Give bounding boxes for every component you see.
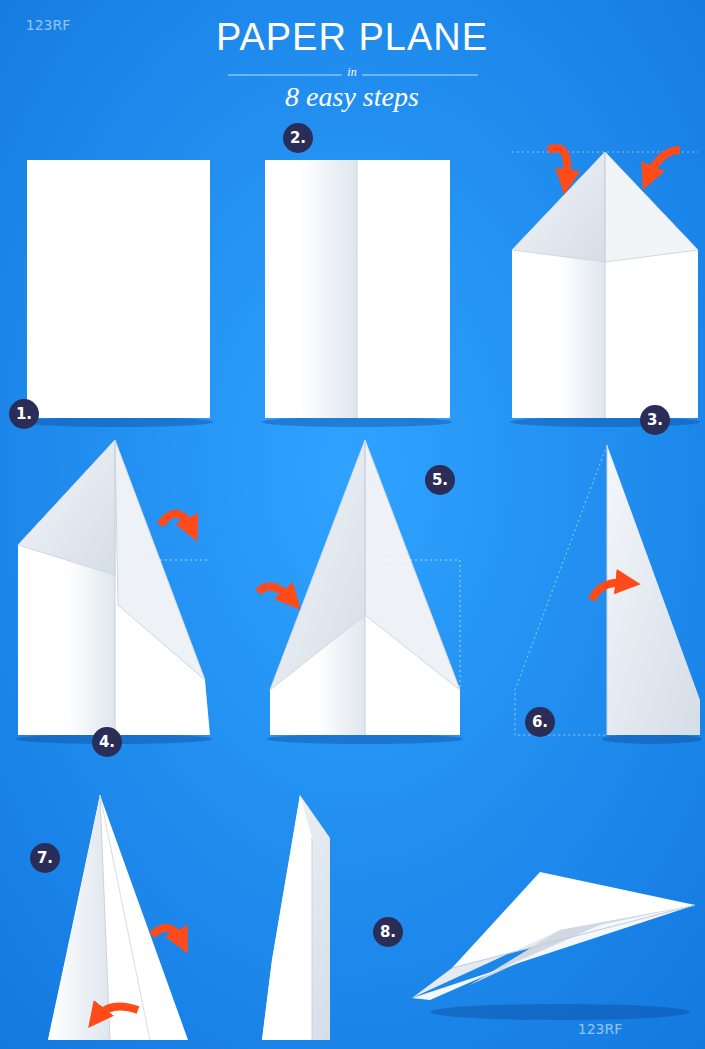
subtitle-word: in: [347, 66, 356, 79]
fold-arrow: [258, 587, 292, 600]
step-badge: 5.: [425, 465, 455, 495]
callout-number: 1.: [16, 407, 32, 422]
title-rule: [228, 75, 342, 76]
step-badge: 3.: [640, 405, 670, 435]
title: PAPER PLANE: [216, 16, 488, 59]
paper-plane: [412, 872, 695, 1000]
watermark: 123RF: [578, 1022, 623, 1037]
callout-number: 7.: [37, 851, 53, 866]
fold-arrow: [96, 1006, 138, 1018]
wings-folding: [48, 795, 188, 1040]
title-rule: [362, 75, 478, 76]
step-badge: 8.: [373, 917, 403, 947]
corners-folded: [512, 152, 698, 418]
creased-sheet: [265, 160, 450, 418]
callout-number: 2.: [290, 131, 306, 146]
paper-sheet: [27, 160, 210, 418]
callout-number: 4.: [99, 735, 115, 750]
callout-number: 3.: [647, 413, 663, 428]
edges-folded: [270, 440, 460, 735]
edges-folded: [18, 440, 210, 735]
fold-arrow: [648, 150, 680, 178]
watermark: 123RF: [26, 18, 71, 33]
callout-number: 6.: [532, 715, 548, 730]
callout-number: 5.: [432, 473, 448, 488]
fold-arrow: [160, 514, 192, 530]
callout-number: 8.: [380, 925, 396, 940]
subtitle: 8 easy steps: [285, 82, 419, 113]
step-badge: 4.: [92, 727, 122, 757]
folded-half: [515, 445, 700, 735]
fold-arrow: [548, 148, 567, 182]
step-badge: 1.: [9, 399, 39, 429]
fold-arrow: [592, 583, 628, 600]
folded-plane: [262, 795, 330, 1040]
fold-arrow: [152, 928, 182, 942]
step-badge: 6.: [525, 707, 555, 737]
step-badge: 7.: [30, 843, 60, 873]
step-badge: 2.: [283, 123, 313, 153]
